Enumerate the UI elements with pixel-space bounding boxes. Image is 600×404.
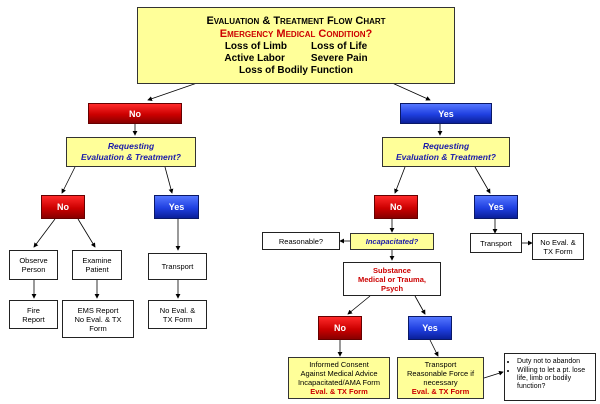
- box-line: No Eval. &: [540, 237, 576, 247]
- condition-label: Loss of Bodily Function: [239, 64, 353, 76]
- box-line: Psych: [380, 283, 404, 293]
- box-line: Medical or Trauma,: [358, 274, 426, 284]
- substance-no-label: No: [334, 323, 346, 333]
- box-line: Incapacitated/AMA Form: [297, 378, 381, 387]
- condition-label: Active Labor: [224, 52, 285, 64]
- box-line: Patient: [85, 265, 109, 274]
- yes-branch-question: Requesting Evaluation & Treatment?: [382, 137, 510, 167]
- box-line: Reasonable?: [278, 236, 324, 246]
- question-line: Requesting: [107, 141, 155, 151]
- box-line: Against Medical Advice: [300, 369, 378, 378]
- yes-no-button: No: [374, 195, 418, 219]
- box-line: EMS Report: [77, 305, 119, 315]
- notes-box: Duty not to abandon Willing to let a pt.…: [504, 353, 596, 401]
- conditions-row-2: Active Labor Severe Pain: [224, 53, 367, 65]
- substance-box: Substance Medical or Trauma, Psych: [343, 262, 441, 296]
- condition-label: Severe Pain: [310, 52, 368, 64]
- ems-report-box: EMS Report No Eval. & TX Form: [62, 300, 134, 338]
- box-line: Substance: [373, 265, 411, 275]
- box-line: No Eval. & TX: [74, 314, 122, 324]
- no-branch-question: Requesting Evaluation & Treatment?: [66, 137, 196, 167]
- informed-consent-box: Informed Consent Against Medical Advice …: [288, 357, 390, 399]
- box-line: Report: [22, 314, 45, 324]
- conditions-row-1: Loss of Limb Loss of Life: [225, 41, 367, 53]
- box-line: Transport: [424, 360, 457, 369]
- box-line: Eval. & TX Form: [411, 387, 470, 396]
- no-eval-box-right: No Eval. & TX Form: [532, 233, 584, 260]
- box-line: Transport: [161, 262, 194, 271]
- transport-force-box: Transport Reasonable Force if necessary …: [397, 357, 484, 399]
- transport-box-left: Transport: [148, 253, 207, 280]
- box-line: Fire: [27, 305, 40, 315]
- question-line: Evaluation & Treatment?: [81, 152, 181, 162]
- box-line: Reasonable Force if: [406, 369, 475, 378]
- box-line: Examine: [82, 256, 112, 265]
- box-line: Transport: [480, 238, 512, 248]
- notes-item: Duty not to abandon: [517, 358, 591, 366]
- no-branch-label: No: [129, 108, 141, 119]
- fire-report-box: Fire Report: [9, 300, 58, 329]
- box-line: Incapacitated?: [365, 237, 419, 246]
- question-line: Requesting: [422, 141, 470, 151]
- no-no-label: No: [57, 202, 69, 212]
- incapacitated-box: Incapacitated?: [350, 233, 434, 250]
- no-no-button: No: [41, 195, 85, 219]
- box-line: Person: [21, 265, 46, 274]
- box-line: Form: [89, 323, 107, 333]
- no-branch-button: No: [88, 103, 182, 124]
- notes-item: Willing to let a pt. lose life, limb or …: [517, 367, 591, 391]
- box-line: Eval. & TX Form: [310, 387, 368, 396]
- box-line: Informed Consent: [309, 360, 369, 369]
- examine-patient-box: Examine Patient: [72, 250, 122, 280]
- yes-no-label: No: [390, 202, 402, 212]
- yes-branch-button: Yes: [400, 103, 492, 124]
- header-box: Evaluation & Treatment Flow Chart Emerge…: [137, 7, 455, 84]
- chart-subtitle: Emergency Medical Condition?: [219, 27, 373, 40]
- no-eval-box-left: No Eval. & TX Form: [148, 300, 207, 329]
- transport-box-right: Transport: [470, 233, 522, 253]
- chart-title: Evaluation & Treatment Flow Chart: [206, 14, 386, 27]
- box-line: necessary: [423, 378, 458, 387]
- substance-yes-label: Yes: [422, 323, 438, 333]
- substance-no-button: No: [318, 316, 362, 340]
- substance-yes-button: Yes: [408, 316, 452, 340]
- notes-list: Duty not to abandon Willing to let a pt.…: [509, 358, 591, 391]
- condition-label: Loss of Life: [311, 40, 368, 52]
- box-line: TX Form: [162, 314, 193, 324]
- reasonable-box: Reasonable?: [262, 232, 340, 250]
- yes-yes-button: Yes: [474, 195, 518, 219]
- yes-yes-label: Yes: [488, 202, 504, 212]
- no-yes-button: Yes: [154, 195, 199, 219]
- condition-label: Loss of Limb: [224, 40, 288, 52]
- box-line: Observe: [19, 256, 48, 265]
- yes-branch-label: Yes: [438, 108, 454, 119]
- no-yes-label: Yes: [168, 202, 185, 212]
- observe-person-box: Observe Person: [9, 250, 58, 280]
- box-line: TX Form: [543, 246, 573, 256]
- box-line: No Eval. &: [159, 305, 196, 315]
- question-line: Evaluation & Treatment?: [396, 152, 496, 162]
